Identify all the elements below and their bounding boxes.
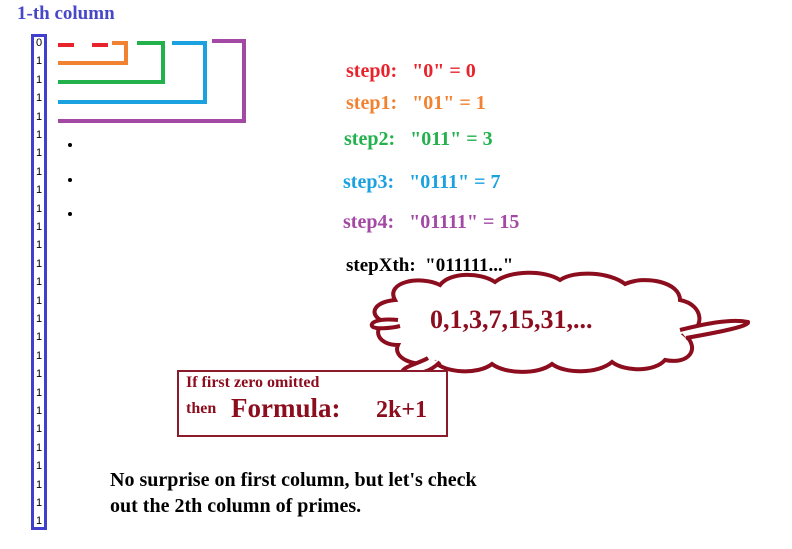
ellipsis-dot: [68, 143, 72, 147]
column-title: 1-th column: [17, 3, 115, 24]
column-digit: 1: [36, 202, 43, 215]
column-digit: 1: [36, 515, 43, 528]
column-digit: 1: [36, 221, 43, 233]
formula-box: [177, 370, 448, 437]
cloud-tail-left: [369, 317, 401, 331]
column-digit: 1: [36, 313, 43, 325]
cloud-tail-right: [679, 318, 751, 340]
bracket-step4: [58, 39, 246, 123]
bracket-step1: [58, 41, 128, 65]
column-digit: 1: [36, 331, 43, 344]
column-digit: 1: [36, 368, 43, 381]
column-digit: 1: [36, 184, 43, 197]
first-column-box: [31, 34, 47, 530]
column-digit: 1: [36, 478, 43, 491]
column-digit: 1: [36, 110, 43, 123]
bracket-step2: [58, 41, 165, 84]
note-line2: out the 2th column of primes.: [110, 495, 362, 517]
ellipsis-dot: [68, 212, 72, 216]
column-digit: 1: [36, 441, 43, 454]
column-digit: 1: [36, 497, 43, 509]
bracket-step3: [58, 41, 207, 104]
step3-text: step3: "0111" = 7: [343, 171, 501, 193]
sequence-cloud: [372, 270, 702, 374]
formula-then: then: [186, 400, 217, 417]
step0-text: step0: "0" = 0: [346, 60, 476, 82]
column-digit: 1: [36, 129, 43, 141]
stepx-text: stepXth: "011111...": [346, 255, 514, 276]
column-digit: 1: [36, 386, 43, 399]
column-digit: 1: [36, 276, 43, 289]
column-digit: 1: [36, 257, 43, 270]
column-digit: 1: [36, 239, 43, 252]
column-digit: 1: [36, 405, 43, 417]
step1-text: step1: "01" = 1: [346, 92, 486, 114]
formula-expression: 2k+1: [376, 397, 428, 423]
sequence-text: 0,1,3,7,15,31,...: [430, 305, 593, 334]
column-digit: 1: [36, 73, 43, 86]
column-digit: 1: [36, 423, 43, 436]
column-digit: 0: [36, 37, 43, 49]
ellipsis-dot: [68, 178, 72, 182]
formula-condition: If first zero omitted: [186, 374, 320, 391]
column-digit: 1: [36, 349, 43, 362]
column-digit: 1: [36, 294, 43, 307]
column-digit: 1: [36, 460, 43, 473]
column-digit: 1: [36, 55, 43, 68]
column-digit: 1: [36, 147, 43, 160]
step2-text: step2: "011" = 3: [344, 128, 493, 150]
formula-label: Formula:: [231, 393, 341, 423]
column-digit: 1: [36, 165, 43, 178]
step4-text: step4: "01111" = 15: [343, 211, 520, 233]
column-digit: 1: [36, 92, 43, 105]
note-line1: No surprise on first column, but let's c…: [110, 469, 477, 491]
